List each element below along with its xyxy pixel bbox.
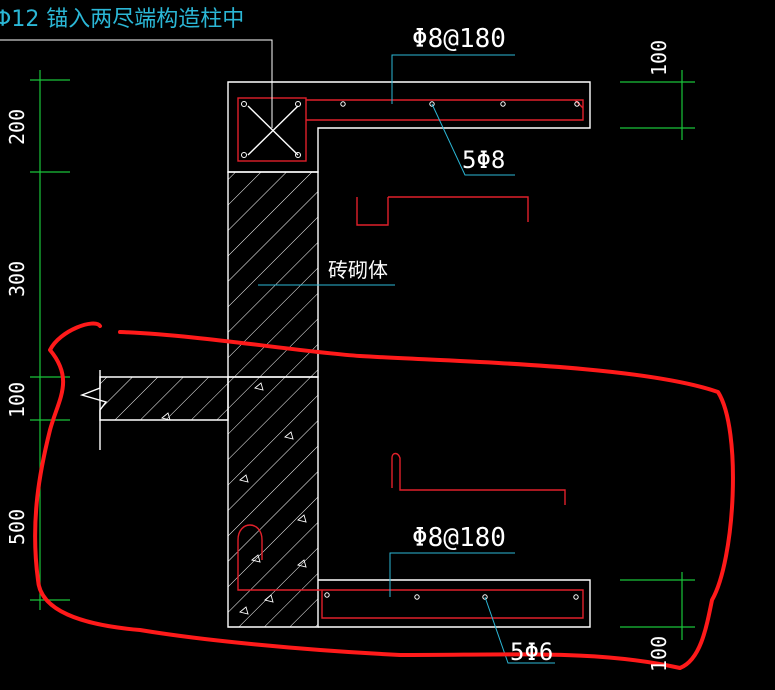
dim-left-500: 500 (5, 509, 29, 545)
dim-left-100: 100 (5, 382, 29, 418)
dim-left-200: 200 (5, 109, 29, 145)
dim-right-bottom: 100 (647, 636, 671, 672)
top-beam (227, 81, 591, 173)
rebar-dots (241, 101, 580, 600)
dimension-lines (30, 70, 695, 640)
top-note: Φ12 锚入两尽端构造柱中 (0, 7, 244, 32)
annotation-text: Φ12 锚入两尽端构造柱中 Φ8@180 5Φ8 砖砌体 Φ8@180 5Φ6 … (0, 7, 671, 672)
rebar (237, 97, 584, 619)
bottom-bars-label: 5Φ6 (510, 638, 553, 666)
bottom-stirrup-label: Φ8@180 (412, 523, 506, 553)
top-stirrup-label: Φ8@180 (412, 24, 506, 54)
dim-left-300: 300 (5, 261, 29, 297)
dim-right-top: 100 (647, 40, 671, 76)
top-bars-label: 5Φ8 (462, 146, 505, 174)
bottom-beam (318, 579, 591, 628)
markup-outline (33, 321, 735, 670)
masonry-label: 砖砌体 (328, 258, 388, 282)
leaders (0, 39, 555, 664)
concrete-column (79, 370, 319, 628)
